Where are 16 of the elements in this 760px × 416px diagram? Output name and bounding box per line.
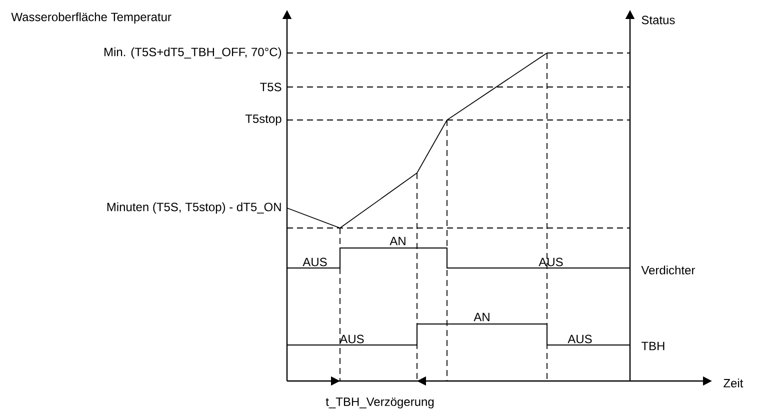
state-label: AUS (340, 334, 364, 344)
signal-name: TBH (641, 342, 664, 350)
axis-value-label: Min. (T5S+dT5_TBH_OFF, 70°C) (104, 47, 282, 59)
state-label: AN (474, 312, 490, 322)
state-label: AUS (302, 258, 327, 266)
signal-name: Verdichter (641, 266, 696, 274)
axis-value-label: Minuten (T5S, T5stop) - dT5_ON (107, 202, 281, 214)
axis-title: Status (642, 16, 675, 24)
axis-title: Wasseroberfläche Temperatur (11, 12, 172, 24)
state-label: AUS (538, 258, 563, 266)
state-label: AN (390, 236, 406, 246)
axis-title: Zeit (724, 378, 744, 388)
axis-value-label: T5S (260, 82, 282, 92)
state-label: AUS (568, 334, 592, 344)
axis-value-label: T5stop (245, 114, 282, 126)
delay-label: t_TBH_Verzögerung (326, 398, 434, 408)
